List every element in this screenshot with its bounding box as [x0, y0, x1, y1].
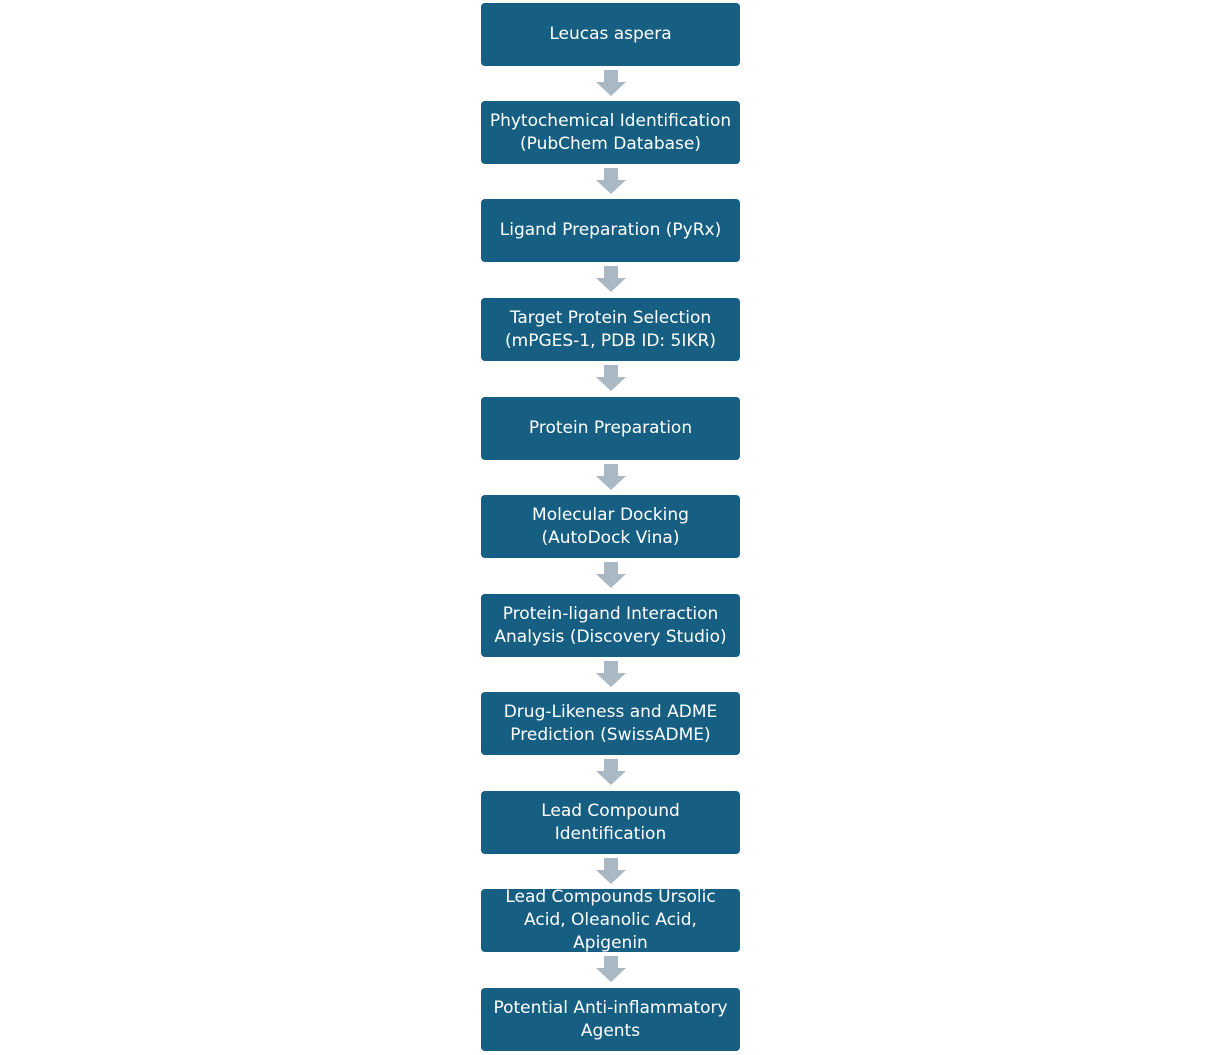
step-label: Protein-ligand Interaction Analysis (Dis…: [494, 603, 727, 647]
step-label: Potential Anti-inflammatory Agents: [493, 997, 728, 1041]
step-adme-prediction: Drug-Likeness and ADME Prediction (Swiss…: [481, 692, 740, 755]
step-label: Lead Compound Identification: [541, 800, 680, 844]
down-arrow-icon: [596, 858, 626, 884]
down-arrow-icon: [596, 365, 626, 391]
step-protein-preparation: Protein Preparation: [481, 397, 740, 460]
step-lead-compounds: Lead Compounds Ursolic Acid, Oleanolic A…: [481, 887, 740, 953]
step-target-protein-selection: Target Protein Selection (mPGES-1, PDB I…: [481, 298, 740, 361]
down-arrow-icon: [596, 661, 626, 687]
step-label: Molecular Docking (AutoDock Vina): [532, 504, 689, 548]
step-leucas-aspera: Leucas aspera: [481, 3, 740, 66]
step-label: Target Protein Selection (mPGES-1, PDB I…: [505, 307, 716, 351]
step-molecular-docking: Molecular Docking (AutoDock Vina): [481, 495, 740, 558]
step-label: Protein Preparation: [528, 418, 693, 438]
down-arrow-icon: [596, 168, 626, 194]
step-label: Lead Compounds Ursolic Acid, Oleanolic A…: [505, 887, 716, 953]
down-arrow-icon: [596, 956, 626, 982]
down-arrow-icon: [596, 562, 626, 588]
step-label: Drug-Likeness and ADME Prediction (Swiss…: [503, 701, 718, 745]
step-label: Leucas aspera: [549, 24, 672, 44]
down-arrow-icon: [596, 759, 626, 785]
down-arrow-icon: [596, 266, 626, 292]
step-label: Phytochemical Identification (PubChem Da…: [489, 110, 732, 154]
step-interaction-analysis: Protein-ligand Interaction Analysis (Dis…: [481, 594, 740, 657]
down-arrow-icon: [596, 70, 626, 96]
step-lead-compound-identification: Lead Compound Identification: [481, 791, 740, 854]
step-label: Ligand Preparation (PyRx): [499, 220, 722, 240]
down-arrow-icon: [596, 464, 626, 490]
step-ligand-preparation: Ligand Preparation (PyRx): [481, 199, 740, 262]
step-phytochemical-identification: Phytochemical Identification (PubChem Da…: [481, 101, 740, 164]
step-anti-inflammatory-agents: Potential Anti-inflammatory Agents: [481, 988, 740, 1051]
